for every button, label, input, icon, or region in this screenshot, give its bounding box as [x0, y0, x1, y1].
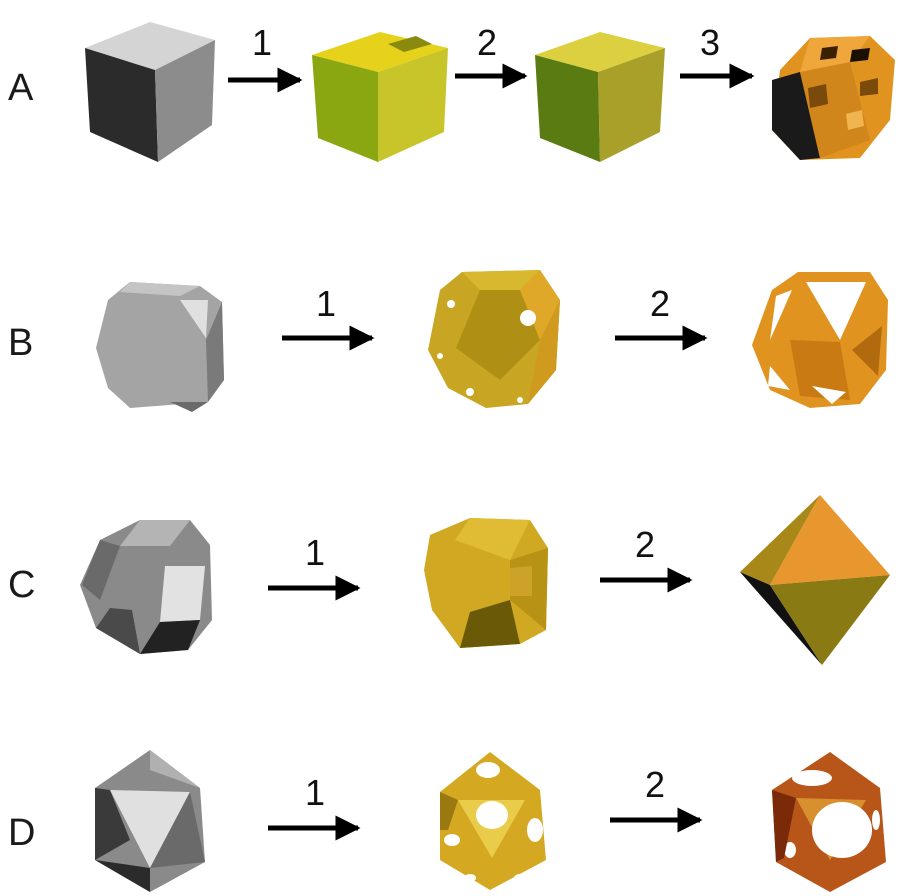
step-number-c1: 1: [305, 532, 325, 573]
row-label-a: A: [8, 67, 34, 109]
step-number-b2: 2: [650, 283, 670, 324]
step-number-c2: 2: [635, 524, 655, 565]
orange-octahedron: [740, 495, 890, 665]
step-number-a2: 2: [477, 22, 497, 63]
rust-icosahedron-porous: [772, 752, 886, 892]
gray-truncated-octahedron: [80, 520, 212, 654]
step-number-b1: 1: [316, 283, 336, 324]
step-number-a3: 3: [700, 22, 720, 63]
step-number-d2: 2: [645, 764, 665, 805]
gold-icosahedron-with-holes: [440, 752, 546, 890]
olive-cube: [535, 32, 665, 162]
gray-truncated-cube: [96, 282, 224, 412]
gray-cube: [85, 22, 215, 162]
orange-porous-polyhedron: [772, 36, 895, 160]
row-label-d: D: [8, 812, 35, 854]
row-label-b: B: [8, 322, 33, 364]
orange-frame-polyhedron: [752, 272, 888, 408]
row-label-c: C: [8, 564, 35, 606]
gray-icosahedron: [95, 750, 205, 892]
gold-polyhedron-with-holes: [428, 270, 560, 408]
step-number-a1: 1: [252, 22, 272, 63]
gold-truncated-polyhedron: [424, 518, 548, 648]
yellow-cube-with-hole: [312, 32, 448, 162]
step-number-d1: 1: [305, 772, 325, 813]
